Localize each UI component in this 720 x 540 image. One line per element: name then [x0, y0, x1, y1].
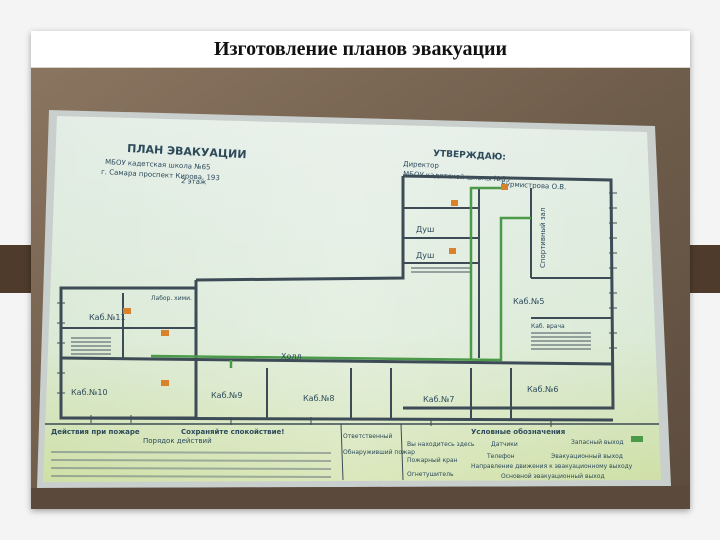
legend-sensors: Датчики: [491, 441, 518, 448]
legend-extinguisher: Огнетушитель: [407, 471, 454, 478]
legend: Вы находитесь здесь Датчики Запасный вых…: [407, 439, 633, 480]
room-labels: Каб.№11 Каб.№10 Каб.№9 Каб.№8 Каб.№7 Каб…: [71, 208, 565, 404]
room-label-10: Каб.№10: [71, 388, 108, 397]
hall-label: Холл: [281, 352, 302, 361]
slide-card: Изготовление планов эвакуации: [31, 31, 690, 509]
doctor-room-label: Каб. врача: [531, 323, 565, 330]
evacuation-plan-photo: ПЛАН ЭВАКУАЦИИ МБОУ кадетская школа №65 …: [31, 68, 690, 509]
instructions-title: Действия при пожаре: [51, 428, 140, 436]
legend-phone: Телефон: [486, 453, 515, 460]
evacuation-routes: [150, 186, 531, 368]
legend-spare-exit: Запасный выход: [571, 439, 624, 446]
window-marks: [57, 192, 617, 427]
svg-text:Бурмистрова О.В.: Бурмистрова О.В.: [501, 180, 567, 191]
fire-equipment-markers: [123, 184, 643, 442]
floor-plan: [59, 174, 615, 422]
chem-lab-label: Лабор. хими.: [151, 295, 192, 302]
svg-text:ПЛАН ЭВАКУАЦИИ: ПЛАН ЭВАКУАЦИИ: [127, 142, 247, 161]
room-label-8: Каб.№8: [303, 394, 334, 403]
svg-text:Директор: Директор: [403, 160, 440, 170]
instructions-subtitle: Порядок действий: [143, 437, 212, 445]
info-section: Действия при пожаре Сохраняйте спокойств…: [45, 423, 659, 481]
right-decor-band: [688, 245, 720, 293]
room-label-11: Каб.№11: [89, 313, 126, 322]
legend-title: Условные обозначения: [471, 428, 565, 436]
left-decor-band: [0, 245, 32, 293]
instructions-motto: Сохраняйте спокойствие!: [181, 428, 284, 436]
room-label-9: Каб.№9: [211, 391, 242, 400]
shower-label-2: Душ: [416, 251, 434, 260]
responsible-header: Ответственный: [343, 433, 393, 440]
room-label-7: Каб.№7: [423, 395, 454, 404]
legend-route-direction: Направление движения к эвакуационному вы…: [471, 463, 633, 470]
slide-title-bar: Изготовление планов эвакуации: [31, 31, 690, 68]
svg-text:УТВЕРЖДАЮ:: УТВЕРЖДАЮ:: [433, 149, 506, 163]
legend-fire-hydrant: Пожарный кран: [407, 457, 458, 464]
stairs: [71, 267, 591, 355]
gym-label: Спортивный зал: [539, 208, 547, 268]
legend-you-are-here: Вы находитесь здесь: [407, 441, 475, 448]
legend-evac-exit: Эвакуационный выход: [551, 453, 623, 460]
room-label-6: Каб.№6: [527, 385, 558, 394]
slide-title: Изготовление планов эвакуации: [213, 37, 508, 60]
shower-label-1: Душ: [416, 225, 434, 234]
legend-main-exit: Основной эвакуационный выход: [501, 473, 605, 480]
room-label-5: Каб.№5: [513, 297, 544, 306]
discoverer-header: Обнаруживший пожар: [343, 449, 415, 456]
svg-text:2 этаж: 2 этаж: [181, 177, 207, 186]
